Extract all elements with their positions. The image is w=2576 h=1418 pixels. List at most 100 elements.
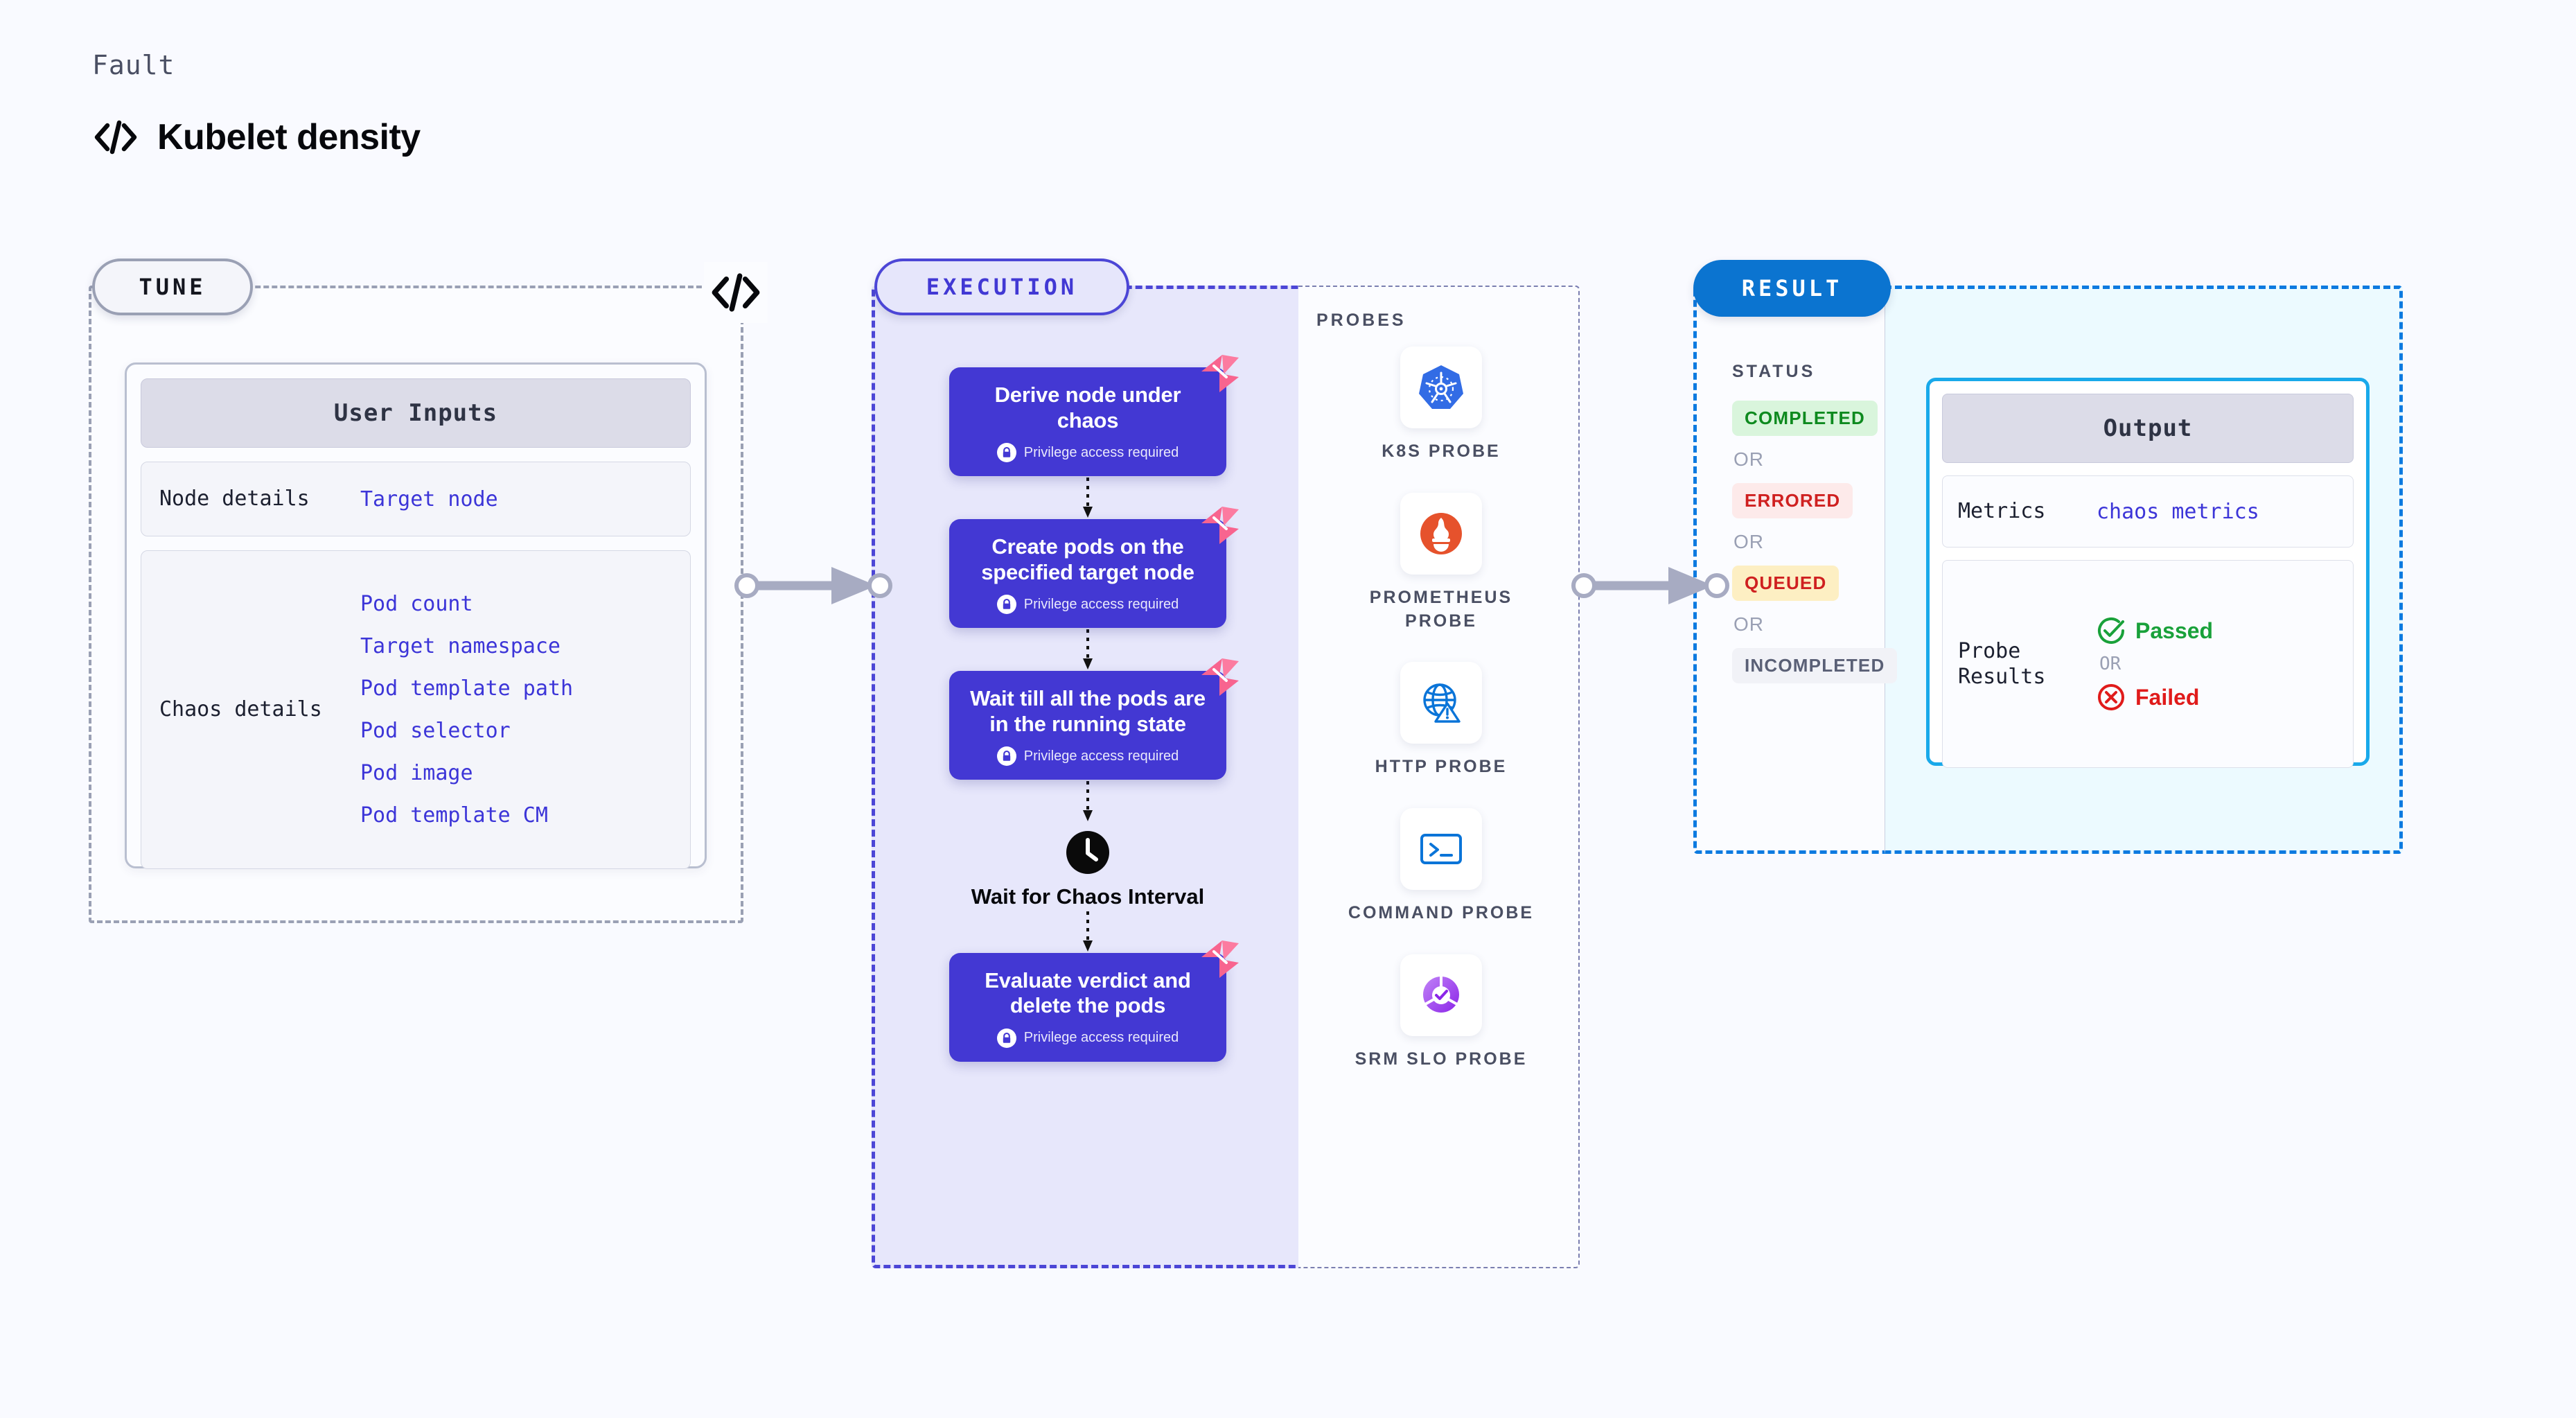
status-or: OR <box>1733 613 1764 635</box>
probe-label: PROMETHEUS PROBE <box>1369 587 1513 631</box>
status-title: STATUS <box>1732 362 1816 381</box>
probe-item-command[interactable]: COMMAND PROBE <box>1337 808 1545 925</box>
step-title: Evaluate verdict and delete the pods <box>985 968 1191 1018</box>
lock-icon <box>996 443 1016 463</box>
page-title: Kubelet density <box>157 117 421 157</box>
execution-steps: Derive node under chaos Privilege access… <box>949 355 1239 1062</box>
verdict-or: OR <box>2099 654 2121 674</box>
output-header: Output <box>1942 394 2354 463</box>
probe-item-srm-slo[interactable]: SRM SLO PROBE <box>1337 954 1545 1071</box>
input-pod-count[interactable]: Pod count <box>360 592 473 616</box>
probe-tile <box>1400 347 1482 428</box>
output-probe-results-label: Probe Results <box>1958 638 2046 690</box>
step-privilege-note: Privilege access required <box>967 443 1208 463</box>
step-connector-arrow <box>1083 629 1093 670</box>
probe-item-k8s[interactable]: K8S PROBE <box>1337 347 1545 464</box>
step-connector-arrow <box>1083 911 1093 952</box>
connector-tune-to-execution <box>734 561 894 610</box>
probe-tile <box>1400 954 1482 1036</box>
probes-section-frame <box>1298 286 1580 1268</box>
execution-step[interactable]: Evaluate verdict and delete the pods Pri… <box>949 940 1239 1062</box>
step-connector-arrow <box>1083 478 1093 518</box>
output-metrics-value[interactable]: chaos metrics <box>2097 499 2259 524</box>
output-row-metrics: Metrics chaos metrics <box>1942 475 2354 548</box>
probe-item-prometheus[interactable]: PROMETHEUS PROBE <box>1337 492 1545 633</box>
input-target-node[interactable]: Target node <box>360 487 498 511</box>
step-privilege-label: Privilege access required <box>1023 596 1179 612</box>
status-list: COMPLETED OR ERRORED OR QUEUED OR INCOMP… <box>1732 401 1898 683</box>
wait-chaos-interval-label: Wait for Chaos Interval <box>971 884 1205 909</box>
connector-execution-to-result <box>1571 561 1731 610</box>
execution-step[interactable]: Derive node under chaos Privilege access… <box>949 355 1239 519</box>
step-title: Derive node under chaos <box>994 383 1181 432</box>
probes-title: PROBES <box>1316 310 1406 330</box>
probe-label: K8S PROBE <box>1382 441 1501 461</box>
prometheus-icon <box>1420 512 1462 554</box>
user-inputs-row-chaos-details: Chaos details Pod count Target namespace… <box>141 550 691 869</box>
execution-badge[interactable]: EXECUTION <box>874 259 1129 315</box>
slo-gauge-icon <box>1422 976 1459 1013</box>
output-card: Output Metrics chaos metrics Probe Resul… <box>1926 378 2370 768</box>
step-connector-arrow <box>1083 781 1093 822</box>
execution-step[interactable]: Create pods on the specified target node… <box>949 507 1239 671</box>
verdict-failed: Failed <box>2097 683 2213 712</box>
step-privilege-note: Privilege access required <box>967 595 1208 615</box>
status-badge-incompleted: INCOMPLETED <box>1732 648 1898 683</box>
step-privilege-note: Privilege access required <box>967 1028 1208 1048</box>
status-or: OR <box>1733 448 1764 470</box>
row-values: Pod count Target namespace Pod template … <box>360 592 573 828</box>
execution-step: Wait for Chaos Interval <box>949 823 1226 952</box>
probes-list: K8S PROBE PROMETHEUS PROBE <box>1323 347 1559 1071</box>
probe-tile <box>1400 808 1482 890</box>
step-card-evaluate-verdict: Evaluate verdict and delete the pods Pri… <box>949 940 1239 1062</box>
input-pod-template-cm[interactable]: Pod template CM <box>360 803 548 828</box>
step-card-wait-running: Wait till all the pods are in the runnin… <box>949 658 1239 780</box>
x-circle-icon <box>2098 684 2124 710</box>
lock-icon <box>996 595 1016 615</box>
step-privilege-label: Privilege access required <box>1023 748 1179 764</box>
verdict-passed-label: Passed <box>2135 618 2214 643</box>
probe-item-http[interactable]: HTTP PROBE <box>1337 662 1545 779</box>
user-inputs-header: User Inputs <box>141 378 691 448</box>
probe-label: COMMAND PROBE <box>1348 903 1535 922</box>
status-or: OR <box>1733 531 1764 552</box>
result-badge[interactable]: RESULT <box>1693 260 1891 317</box>
user-inputs-row-node-details: Node details Target node <box>141 462 691 536</box>
wait-chaos-interval-block: Wait for Chaos Interval <box>949 823 1226 909</box>
check-circle-icon <box>2098 618 2124 644</box>
input-pod-selector[interactable]: Pod selector <box>360 719 511 743</box>
clock-icon <box>1066 831 1109 875</box>
lock-icon <box>996 1028 1016 1048</box>
input-pod-template-path[interactable]: Pod template path <box>360 676 574 701</box>
user-inputs-card: User Inputs Node details Target node Cha… <box>125 362 707 869</box>
verdict-passed: Passed <box>2097 616 2213 645</box>
globe-warning-icon <box>1423 683 1461 723</box>
lock-icon <box>996 746 1016 767</box>
row-label: Node details <box>159 487 310 511</box>
verdict-failed-label: Failed <box>2135 684 2200 710</box>
step-card-create-pods: Create pods on the specified target node… <box>949 507 1239 629</box>
input-pod-image[interactable]: Pod image <box>360 761 473 785</box>
status-badge-completed: COMPLETED <box>1732 401 1878 436</box>
probe-label: SRM SLO PROBE <box>1355 1049 1528 1069</box>
output-row-probe-results: Probe Results Passed OR Failed <box>1942 560 2354 768</box>
status-badge-queued: QUEUED <box>1732 566 1840 601</box>
step-title: Create pods on the specified target node <box>981 534 1194 584</box>
kubernetes-icon <box>1419 365 1463 409</box>
code-icon <box>94 120 137 155</box>
probe-tile <box>1400 662 1482 744</box>
page-title-row: Kubelet density <box>92 116 421 158</box>
row-values: Target node <box>360 487 498 511</box>
page-eyebrow: Fault <box>92 50 175 80</box>
step-privilege-note: Privilege access required <box>967 746 1208 767</box>
input-target-namespace[interactable]: Target namespace <box>360 634 561 658</box>
status-badge-errored: ERRORED <box>1732 483 1853 518</box>
terminal-icon <box>1420 834 1462 864</box>
tune-badge[interactable]: TUNE <box>92 259 253 315</box>
step-privilege-label: Privilege access required <box>1023 444 1179 460</box>
step-title: Wait till all the pods are in the runnin… <box>970 686 1206 736</box>
row-label: Chaos details <box>159 697 322 722</box>
probe-label: HTTP PROBE <box>1375 757 1508 777</box>
execution-step[interactable]: Wait till all the pods are in the runnin… <box>949 658 1239 823</box>
